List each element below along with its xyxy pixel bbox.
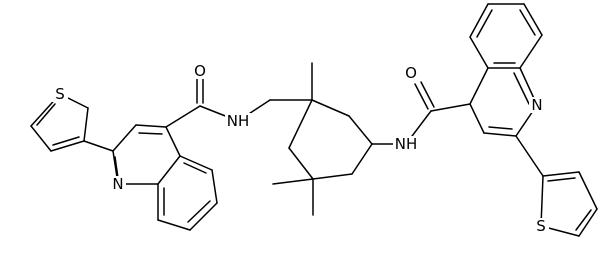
right-thiophene-ring [515, 135, 598, 237]
left-quinoline [83, 124, 218, 231]
right-amide-nh: NH [393, 135, 419, 153]
left-amide-nh: NH [225, 112, 251, 130]
svg-text:S: S [55, 85, 65, 103]
svg-text:N: N [531, 96, 542, 114]
right-carbonyl-oxygen: O [403, 64, 419, 82]
svg-text:NH: NH [395, 135, 418, 153]
svg-text:O: O [194, 62, 206, 80]
right-quinoline [469, 3, 543, 137]
left-thiophene-sulfur: S [52, 85, 68, 103]
left-thiophene-ring [30, 93, 89, 152]
svg-text:NH: NH [227, 112, 250, 130]
left-carbonyl-oxygen: O [192, 62, 208, 80]
right-thiophene-sulfur: S [533, 217, 549, 235]
left-quinoline-nitrogen: N [110, 175, 126, 193]
svg-text:S: S [536, 217, 546, 235]
svg-text:N: N [112, 175, 123, 193]
svg-text:O: O [405, 64, 417, 82]
cyclohexane-core [237, 62, 407, 216]
right-quinoline-nitrogen: N [529, 96, 545, 114]
